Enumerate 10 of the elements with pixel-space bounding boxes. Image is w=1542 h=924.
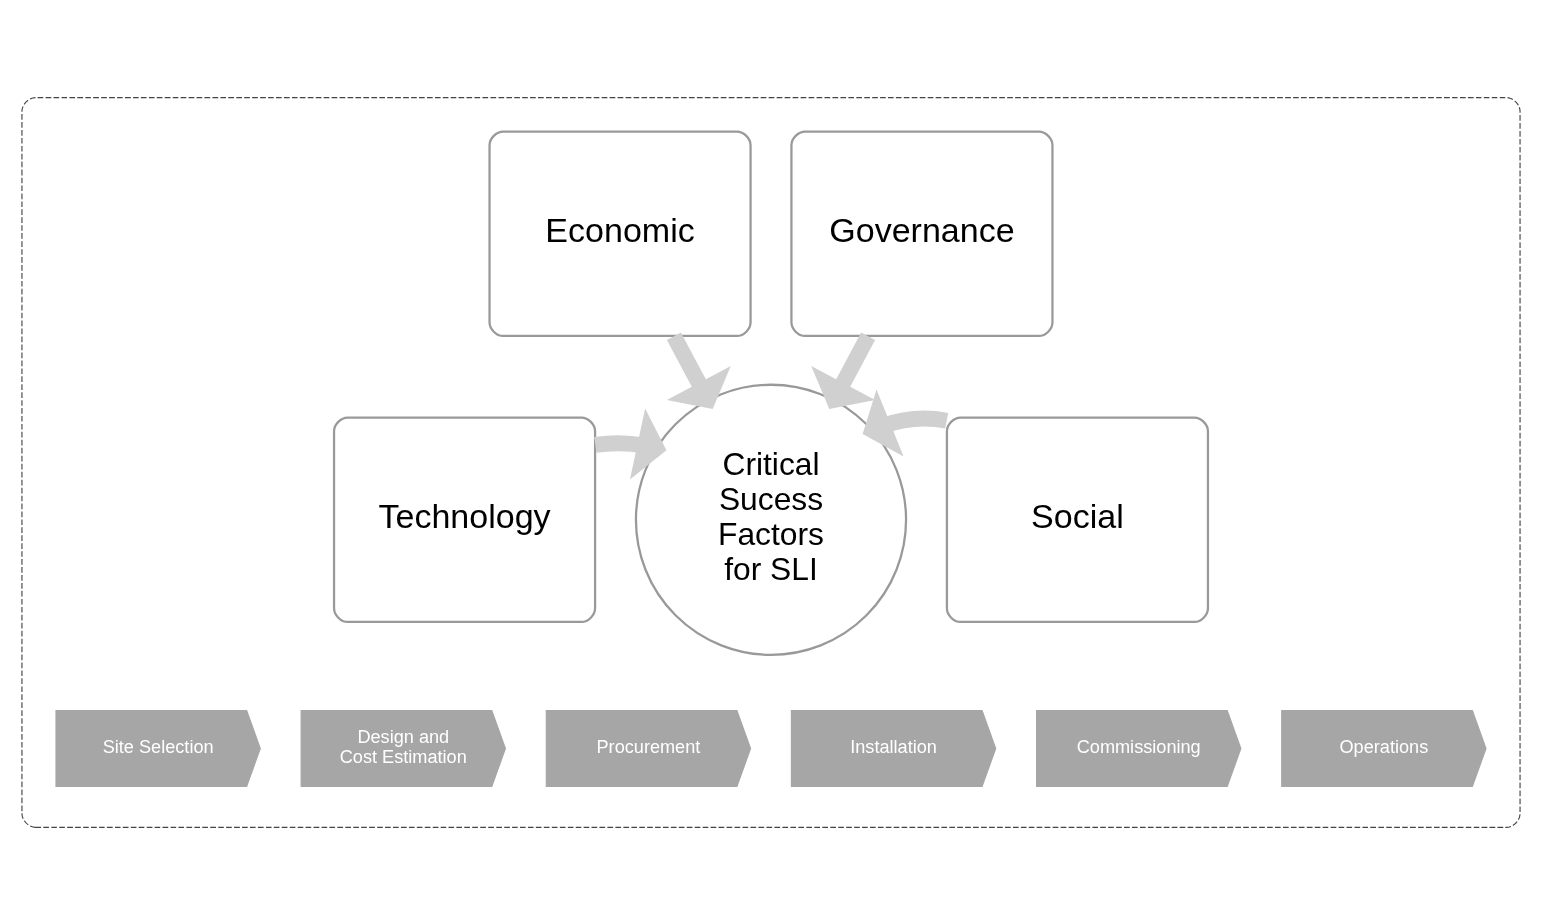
node-box: Governance <box>790 130 1054 337</box>
arrow <box>862 388 949 457</box>
arrow <box>594 408 667 479</box>
node-box: Technology <box>332 416 597 623</box>
cluster <box>21 96 1521 828</box>
node-box: Economic <box>488 130 752 337</box>
arrow <box>811 331 876 409</box>
node-box: Social <box>945 416 1210 623</box>
node-circle: Critical Sucess Factors for SLI <box>634 383 908 656</box>
arrow <box>666 331 731 409</box>
